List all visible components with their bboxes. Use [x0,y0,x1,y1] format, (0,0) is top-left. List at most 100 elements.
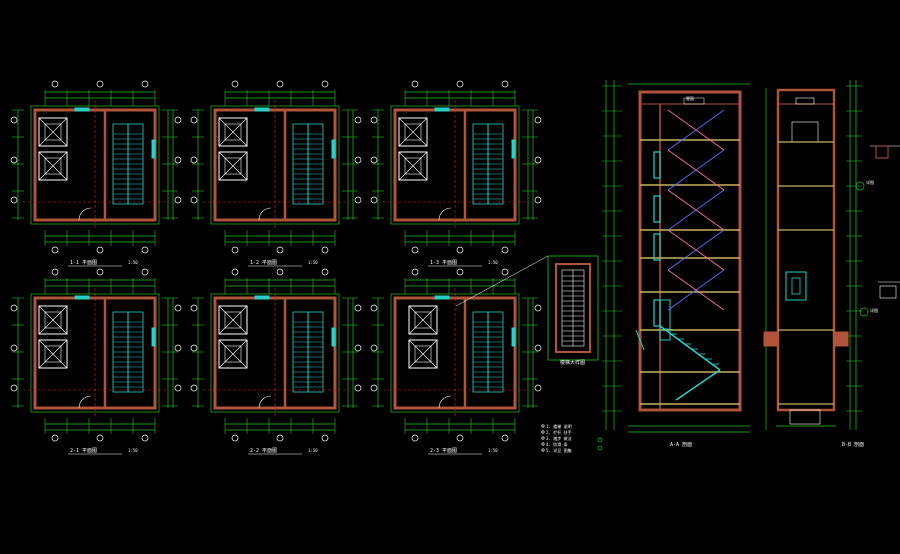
roof-label: 屋面 [686,95,694,101]
axis-bubble [411,268,419,276]
detail-block [879,285,897,299]
plan-scale: 1:50 [488,448,498,453]
elevator-shaft [218,151,248,181]
floor-plan-6: 2-3 平面图 1:50 [370,268,542,455]
axis-bubble [190,384,198,392]
window-mark [254,107,270,112]
window-mark [434,107,450,112]
stair-flight-cyan [675,369,721,401]
axis-bubble [231,434,239,442]
section-b-caption: B-B 剖面 [842,441,864,448]
elevator-door-inner [791,277,801,295]
detail-bubble [859,307,869,317]
axis-bubble [321,80,329,88]
plan-scale: 1:50 [128,448,138,453]
axis-bubble [190,116,198,124]
window-mark [151,139,156,159]
window-mark [331,327,336,347]
axis-bubble [501,434,509,442]
window-mark [511,139,516,159]
axis-bubble [174,344,182,352]
axis-bubble [276,268,284,276]
elevator-shaft [398,117,428,147]
axis-bubble [174,116,182,124]
elevator-cross [38,151,68,181]
window-mark [74,295,90,300]
axis-bubble [411,434,419,442]
elevator-shaft [408,305,438,335]
axis-bubble [190,304,198,312]
section-window [653,151,661,179]
axis-bubble [534,156,542,164]
elevator-shaft [38,151,68,181]
door-swing [78,207,92,221]
axis-bubble [370,156,378,164]
note-mark [597,437,603,443]
axis-bubble [456,80,464,88]
stair-flight-pink [667,269,725,311]
leader-line [455,255,549,307]
axis-bubble [321,246,329,254]
section-b [763,80,900,430]
axis-bubble [354,304,362,312]
right-details: 详图 详图 [866,179,878,313]
door-swing [78,395,92,409]
note-2: 2. 栏杆 扶手 [546,429,572,435]
stair-rail [635,329,645,351]
axis-bubble [370,116,378,124]
note-5: 5. 详见 图集 [546,447,572,453]
elevator-shaft [408,339,438,369]
note-bullet [541,448,545,452]
section-window [653,233,661,261]
axis-bubble [141,80,149,88]
axis-bubble [51,434,59,442]
elevator-cross [218,305,248,335]
detail-wall [555,263,591,353]
stair-flight-pink [667,149,725,191]
axis-bubble [321,268,329,276]
elevator-shaft [218,117,248,147]
axis-bubble [10,156,18,164]
axis-bubble [276,434,284,442]
elevator-cross [218,339,248,369]
notes-block: 1. 楼梯 说明 2. 栏杆 扶手 3. 踏步 做法 4. 防滑 条 5. 详见… [546,423,572,453]
elevator-cross [38,117,68,147]
axis-bubble [174,156,182,164]
section-a-caption: A-A 剖面 [670,441,692,448]
axis-bubble [10,196,18,204]
axis-bubble [321,434,329,442]
axis-bubble [276,80,284,88]
section-b-label [795,97,815,105]
detail-tag-2: 详图 [870,307,878,313]
window-mark [434,295,450,300]
plan-caption: 1-1 平面图 [70,260,97,266]
roof-label-box [683,97,705,105]
axis-bubble [534,384,542,392]
note-bullet [541,442,545,446]
axis-bubble [354,116,362,124]
stair-flight-pink [667,109,725,151]
elevator-car [404,123,422,141]
elevator-cross [408,339,438,369]
stair-detail [455,255,599,361]
stair-flight-pink [667,189,725,231]
axis-bubble [370,196,378,204]
door-swing [258,395,272,409]
door-swing [438,395,452,409]
elevator-shaft [38,117,68,147]
axis-bubble [534,116,542,124]
window-mark [511,327,516,347]
axis-bubble [174,304,182,312]
note-1: 1. 楼梯 说明 [546,423,572,429]
elevator-car [224,345,242,363]
elevator-shaft [398,151,428,181]
axis-bubble [51,246,59,254]
detail-block [875,145,889,159]
axis-bubble [141,434,149,442]
pit [789,409,821,425]
detail-bubble [855,181,865,191]
window-mark [74,107,90,112]
plan-caption: 2-3 平面图 [430,448,457,454]
